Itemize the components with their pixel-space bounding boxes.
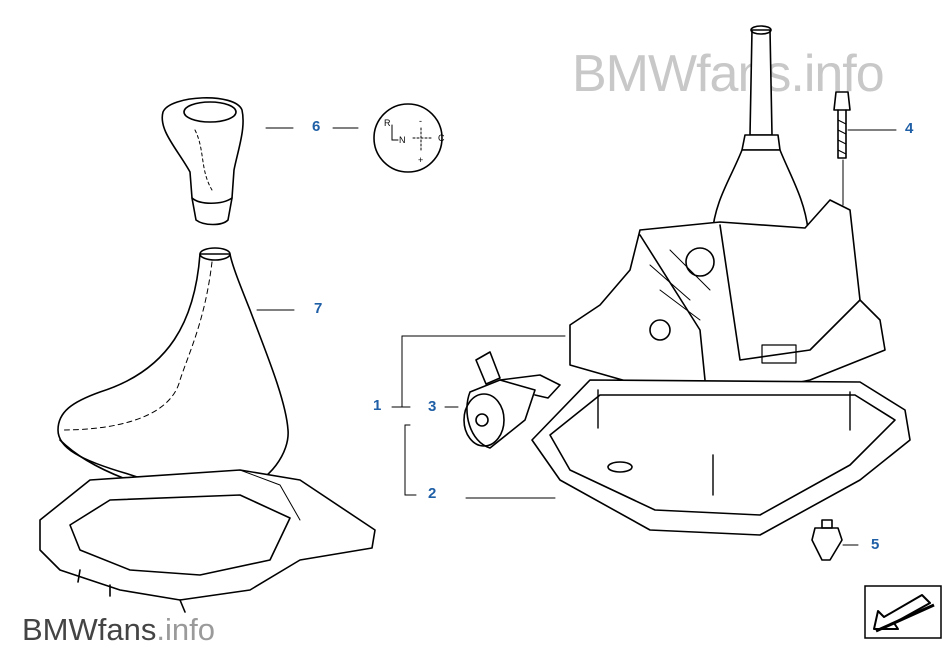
callout-7[interactable]: 7	[314, 300, 323, 317]
watermark-bottom: BMWfans.info	[22, 612, 215, 648]
callout-1[interactable]: 1	[373, 397, 382, 414]
base-plate-part	[531, 379, 911, 536]
watermark-top: BMWfans.info	[572, 45, 885, 103]
callout-6[interactable]: 6	[312, 118, 321, 135]
shift-minus-label: -	[419, 116, 422, 126]
shifter-housing-part	[569, 25, 886, 396]
clip-nut-part	[811, 519, 843, 561]
console-trim-part	[39, 469, 376, 613]
shift-c-label: C	[438, 133, 445, 143]
callout-4[interactable]: 4	[905, 120, 914, 137]
watermark-suffix: .info	[156, 612, 215, 647]
leader-lines	[256, 127, 897, 546]
shift-plus-label: +	[418, 155, 423, 165]
callout-5[interactable]: 5	[871, 536, 880, 553]
callout-2[interactable]: 2	[428, 485, 437, 502]
shift-n-label: N	[399, 135, 406, 145]
selector-module-part	[463, 351, 561, 449]
gear-knob-part	[161, 97, 244, 226]
back-arrow-button[interactable]	[864, 585, 942, 639]
arrow-back-icon	[864, 585, 942, 639]
base-studs	[597, 389, 851, 496]
shift-boot-part	[57, 247, 289, 501]
shift-pattern-disc	[373, 103, 443, 173]
bolt-part	[833, 91, 851, 159]
watermark-brand: BMWfans	[22, 612, 157, 647]
callout-3[interactable]: 3	[428, 398, 437, 415]
shift-r-label: R	[384, 118, 391, 128]
